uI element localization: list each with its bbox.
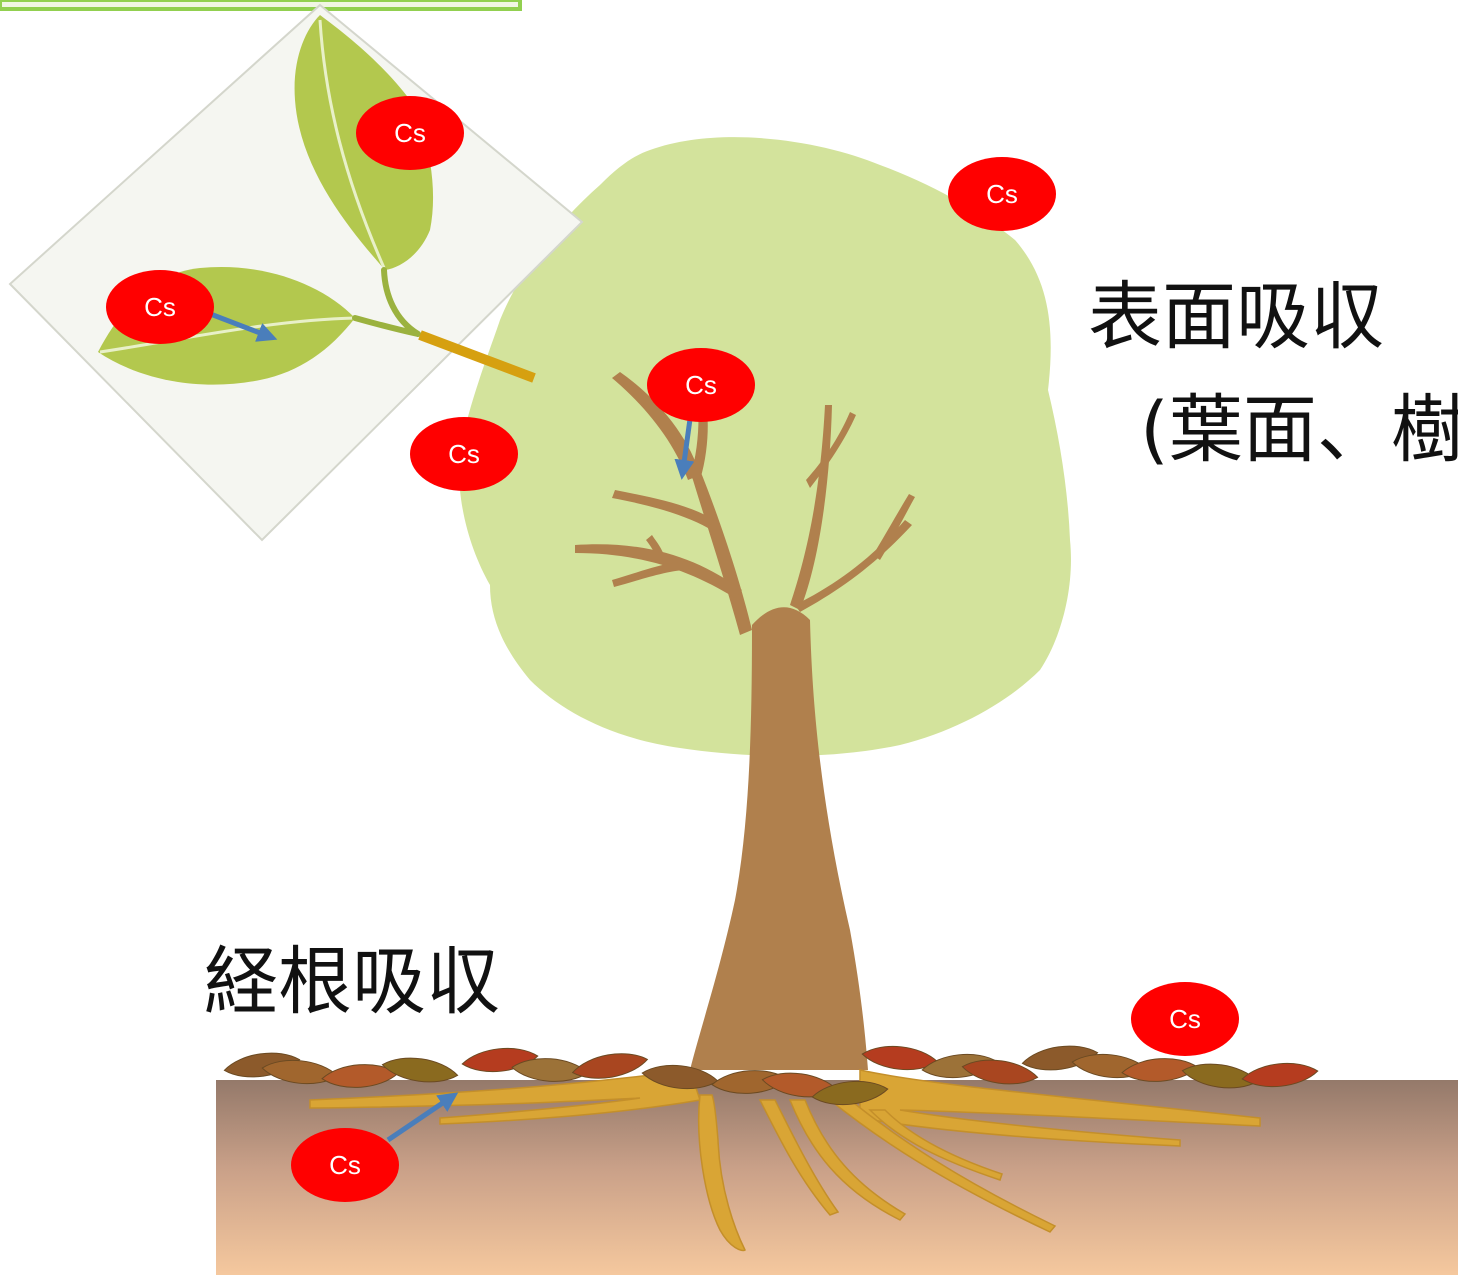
svg-text:Cs: Cs [144,292,176,322]
cs-marker: Cs [647,348,755,422]
arrow-root [386,1092,459,1143]
leaf-stem [418,330,536,383]
root-absorption-label: 経根吸収 [204,939,500,1025]
fallen-leaf [381,1057,459,1083]
svg-text:Cs: Cs [448,439,480,469]
header-bar-fragment [0,0,522,11]
svg-text:Cs: Cs [394,118,426,148]
svg-text:Cs: Cs [329,1150,361,1180]
svg-text:Cs: Cs [1169,1004,1201,1034]
cs-markers: Cs Cs Cs Cs Cs Cs Cs [106,96,1239,1202]
cs-marker: Cs [106,270,214,344]
cs-marker: Cs [291,1128,399,1202]
surface-absorption-detail: (葉面、樹 [1140,387,1458,473]
svg-text:Cs: Cs [685,370,717,400]
tree-canopy [459,137,1071,756]
fallen-leaf [571,1053,649,1079]
leaf-litter [223,1045,1319,1106]
fallen-leaf [1241,1062,1319,1088]
cs-marker: Cs [410,417,518,491]
soil-layer [216,1080,1458,1275]
cs-marker: Cs [1131,982,1239,1056]
fallen-leaf [811,1080,889,1106]
svg-text:Cs: Cs [986,179,1018,209]
cs-marker: Cs [356,96,464,170]
tree-roots [309,1069,1261,1252]
tree-trunk [575,372,915,1070]
cs-marker: Cs [948,157,1056,231]
surface-absorption-label: 表面吸収 [1088,274,1384,360]
fallen-leaf [961,1059,1039,1085]
